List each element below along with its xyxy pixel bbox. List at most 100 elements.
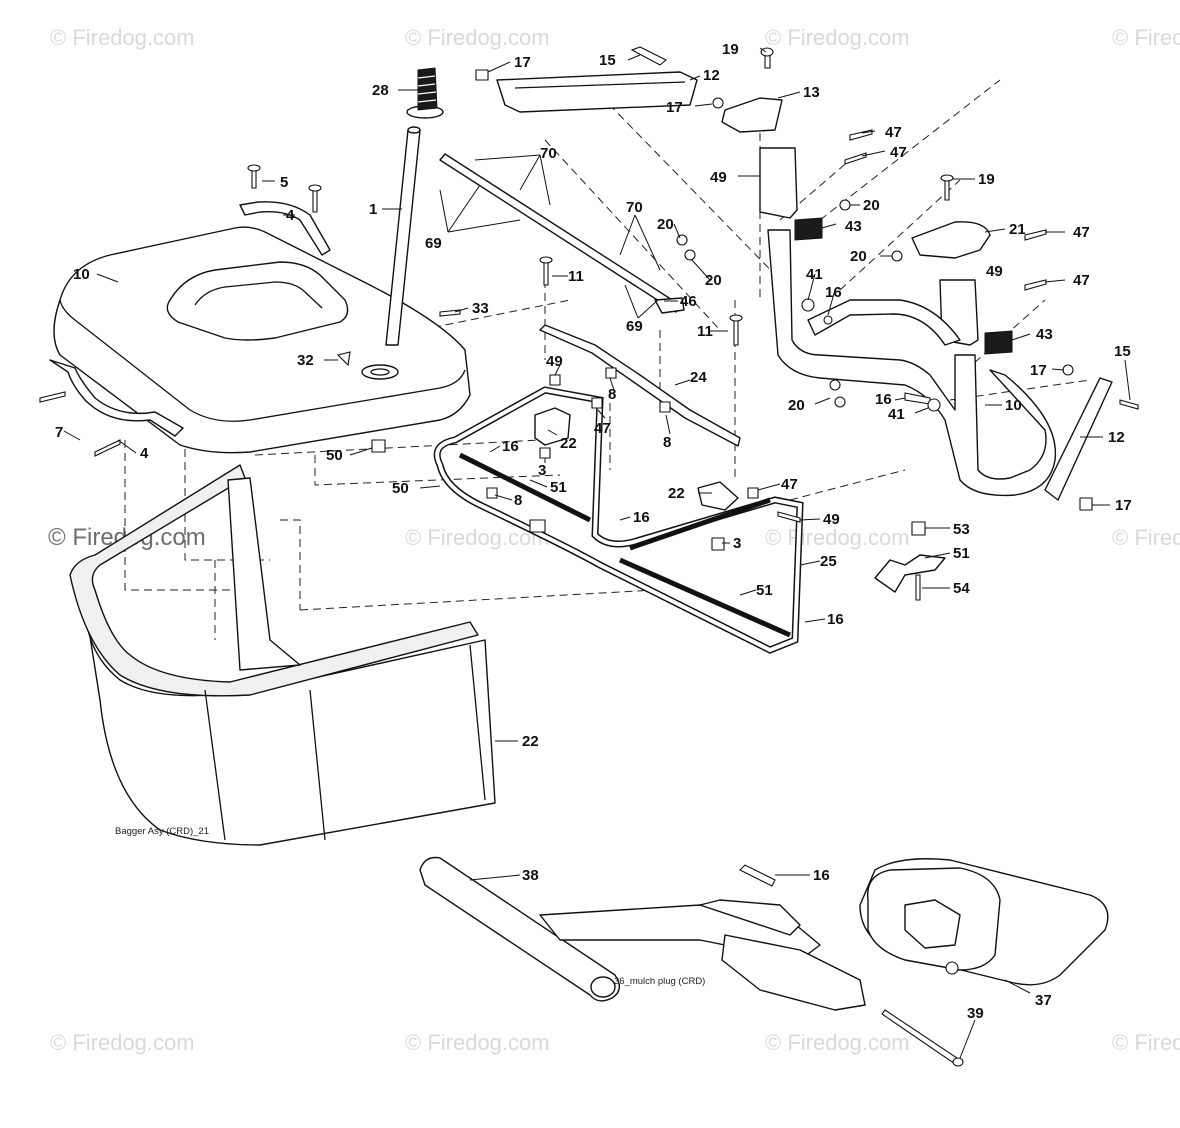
- callout-38: 47: [890, 144, 907, 161]
- callout-13: 15: [599, 52, 616, 69]
- callout-49: 51: [550, 479, 567, 496]
- callout-43: 50: [326, 447, 343, 464]
- callout-7: 8: [663, 434, 671, 451]
- callout-34: 38: [522, 867, 539, 884]
- callout-16: 17: [666, 99, 683, 116]
- leader-lines: [63, 47, 1131, 1059]
- callout-7: 8: [608, 386, 616, 403]
- callout-54: 54: [953, 580, 970, 597]
- callout-41: 49: [710, 169, 727, 186]
- callout-35: 39: [967, 1005, 984, 1022]
- callout-49: 51: [756, 582, 773, 599]
- watermark: © Firedog.com: [765, 1030, 910, 1055]
- part-handle-front: [49, 359, 184, 437]
- callout-11: 12: [1108, 429, 1125, 446]
- callout-9: 11: [568, 268, 584, 285]
- callout-36: 41: [888, 406, 905, 423]
- callout-19: 20: [705, 272, 722, 289]
- callout-46: 49: [823, 511, 840, 528]
- callout-3: 3: [733, 535, 741, 552]
- watermark: © Firedog.com: [405, 1030, 550, 1055]
- callout-15: 16: [827, 611, 844, 628]
- callout-53: 53: [953, 521, 970, 538]
- part-mulch-plug: [419, 856, 1109, 1067]
- callout-16: 17: [1030, 362, 1047, 379]
- watermark: © Firedog.com: [1112, 1030, 1180, 1055]
- callout-17: 19: [722, 41, 739, 58]
- callout-13: 15: [1114, 343, 1131, 360]
- callout-33: 37: [1035, 992, 1052, 1009]
- callout-11: 12: [703, 67, 720, 84]
- watermark: © Firedog.com: [1112, 25, 1180, 50]
- callout-16: 17: [1115, 497, 1132, 514]
- callout-37: 43: [845, 218, 862, 235]
- callout-38: 47: [1073, 272, 1090, 289]
- callout-47: 50: [392, 480, 409, 497]
- callout-50: 47: [781, 476, 798, 493]
- callout-28: 28: [372, 82, 389, 99]
- callout-7: 8: [514, 492, 522, 509]
- callout-21: 22: [522, 733, 539, 750]
- callout-22: 22: [668, 485, 685, 502]
- callout-19: 20: [850, 248, 867, 265]
- callout-22: 22: [560, 435, 577, 452]
- part-mounting-bar: [439, 153, 685, 314]
- callout-70: 70: [626, 199, 643, 216]
- callout-9: 11: [697, 323, 713, 340]
- part-handle-top: [239, 201, 331, 256]
- part-grip: [406, 67, 444, 119]
- callout-3: 3: [538, 462, 546, 479]
- callout-16: 17: [514, 54, 531, 71]
- callout-4: 4: [286, 207, 295, 224]
- part-rod: [385, 126, 421, 346]
- callout-69: 69: [626, 318, 643, 335]
- part-bracket-side: [1044, 377, 1113, 501]
- callout-70: 70: [540, 145, 557, 162]
- caption-mulch-plug: 36_mulch plug (CRD): [614, 976, 705, 987]
- callout-5: 5: [280, 174, 288, 191]
- callout-46: 49: [546, 353, 563, 370]
- callout-19: 20: [657, 216, 674, 233]
- callout-32: 33: [472, 300, 489, 317]
- watermark: © Firedog.com: [50, 25, 195, 50]
- callout-51: 51: [953, 545, 970, 562]
- callout-8: 10: [73, 266, 90, 283]
- part-plate-22: [534, 407, 739, 511]
- callout-19: 20: [863, 197, 880, 214]
- part-rod-24: [539, 324, 741, 447]
- callout-14: 16: [875, 391, 892, 408]
- callout-15: 16: [633, 509, 650, 526]
- callout-4: 4: [140, 445, 149, 462]
- part-bracket-12: [721, 97, 783, 133]
- watermark: © Firedog.com: [765, 525, 910, 550]
- callout-15: 16: [813, 867, 830, 884]
- callout-6: 7: [55, 424, 63, 441]
- callout-20: 21: [1009, 221, 1026, 238]
- callout-19: 20: [788, 397, 805, 414]
- part-clip-51: [874, 554, 946, 593]
- callout-24: 24: [690, 369, 707, 386]
- callout-31: 32: [297, 352, 314, 369]
- part-bagger-frame: [433, 386, 804, 654]
- callout-14: 16: [825, 284, 842, 301]
- part-bag-cover: [53, 226, 471, 454]
- callout-17: 19: [978, 171, 995, 188]
- part-bracket-20: [911, 221, 991, 259]
- callout-25: 25: [820, 553, 837, 570]
- callout-69: 69: [425, 235, 442, 252]
- callout-labels: 10 1 5 4 28 17 15 12 19 13 17 47 47 49 2…: [55, 41, 1132, 1022]
- watermark: © Firedog.com: [50, 1030, 195, 1055]
- callout-12: 13: [803, 84, 820, 101]
- callout-1: 1: [369, 201, 377, 218]
- part-bumper-blocks: [794, 217, 1013, 355]
- watermark: © Firedog.com: [765, 25, 910, 50]
- callout-39: 46: [680, 293, 697, 310]
- callout-50: 47: [594, 420, 611, 437]
- callout-41: 49: [986, 263, 1003, 280]
- watermark: © Firedog.com: [1112, 525, 1180, 550]
- caption-bagger: Bagger Asy (CRD)_21: [115, 826, 209, 837]
- part-bracket-top: [496, 71, 698, 113]
- callout-37: 43: [1036, 326, 1053, 343]
- watermark: © Firedog.com: [405, 25, 550, 50]
